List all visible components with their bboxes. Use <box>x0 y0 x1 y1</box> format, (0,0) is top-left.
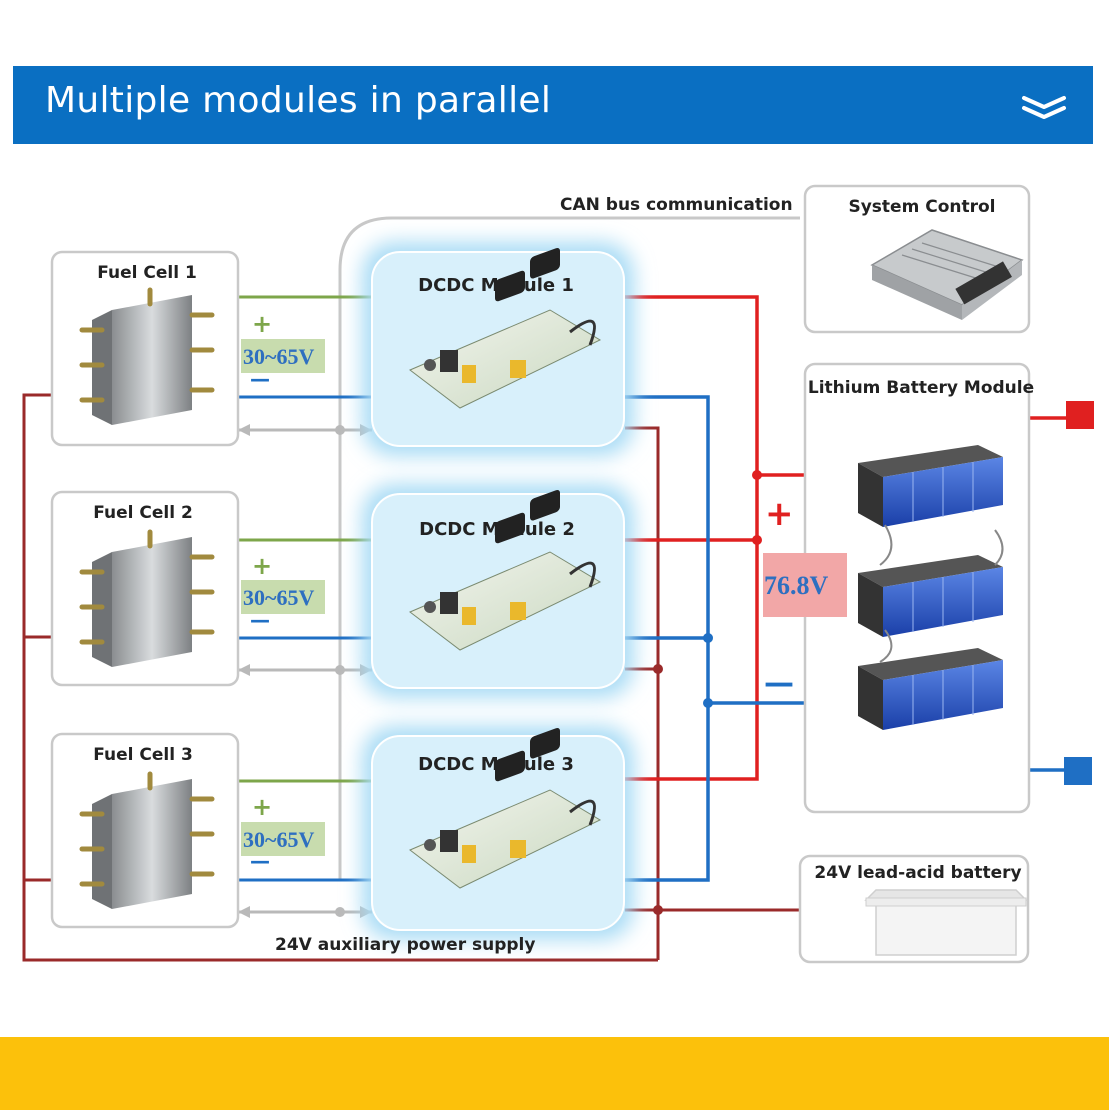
fuel-cell-stack-icon <box>79 287 215 425</box>
negative-sign: — <box>250 367 270 391</box>
dcdc-module-2[interactable]: DCDC Module 2 <box>362 484 634 698</box>
system-control-label: System Control <box>848 197 995 217</box>
lead-acid-label: 24V lead-acid battery <box>814 863 1021 883</box>
fuel-voltage-label: 30~65V <box>243 585 314 610</box>
fuel-voltage-label: 30~65V <box>243 827 314 852</box>
lithium-positive-sign: + <box>765 494 794 534</box>
fuel-cell-stack-icon <box>79 771 215 909</box>
fuel-cell-3[interactable]: Fuel Cell 3 + 30~65V — <box>50 732 325 929</box>
lead-acid-battery-icon <box>864 889 1028 956</box>
voltage-tag <box>241 339 325 373</box>
fuel-cell-label: Fuel Cell 2 <box>93 503 193 523</box>
negative-sign: — <box>250 849 270 873</box>
lithium-battery-module[interactable]: Lithium Battery Module <box>803 362 1034 814</box>
fuel-cell-2[interactable]: Fuel Cell 2 + 30~65V — <box>50 490 325 687</box>
lithium-voltage-tag <box>763 553 847 617</box>
fuel-cell-stack-icon <box>79 529 215 667</box>
battery-pack-icon <box>858 445 1004 730</box>
dcdc-module-1[interactable]: DCDC Module 1 <box>362 242 634 456</box>
fuel-cell-1[interactable]: Fuel Cell 1 + 30~65V — <box>50 250 325 447</box>
positive-sign: + <box>252 310 272 338</box>
dcdc-board-icon <box>409 247 602 409</box>
system-control[interactable]: System Control <box>803 184 1031 334</box>
negative-sign: — <box>250 608 270 632</box>
footer-bar <box>0 1037 1109 1110</box>
header-banner: Multiple modules in parallel <box>13 66 1093 144</box>
voltage-tag <box>241 580 325 614</box>
fuel-cell-label: Fuel Cell 1 <box>97 263 197 283</box>
power-system-diagram: DCDC Module 1 DCDC Module 2 <box>22 184 1094 964</box>
dcdc-board-icon <box>409 489 602 651</box>
dcdc-board-icon <box>409 727 602 889</box>
lithium-negative-sign: — <box>764 666 794 701</box>
fuel-voltage-label: 30~65V <box>243 344 314 369</box>
voltage-tag <box>241 822 325 856</box>
fuel-cell-label: Fuel Cell 3 <box>93 745 193 765</box>
controller-ecu-icon <box>870 229 1024 320</box>
can-bus-label: CAN bus communication <box>560 195 793 215</box>
lithium-label: Lithium Battery Module <box>808 378 1034 398</box>
page-title: Multiple modules in parallel <box>45 80 552 121</box>
dcdc-module-3[interactable]: DCDC Module 3 <box>362 726 634 940</box>
double-chevron-down-icon[interactable] <box>1021 92 1067 120</box>
lead-acid-battery[interactable]: 24V lead-acid battery <box>798 854 1030 964</box>
lithium-voltage-label: 76.8V <box>764 571 829 600</box>
positive-sign: + <box>252 552 272 580</box>
fuel-cells: Fuel Cell 1 + 30~65V — Fuel Cell 2 <box>50 250 325 929</box>
dcdc-modules: DCDC Module 1 DCDC Module 2 <box>362 242 634 940</box>
aux-supply-label: 24V auxiliary power supply <box>275 935 535 955</box>
positive-sign: + <box>252 793 272 821</box>
